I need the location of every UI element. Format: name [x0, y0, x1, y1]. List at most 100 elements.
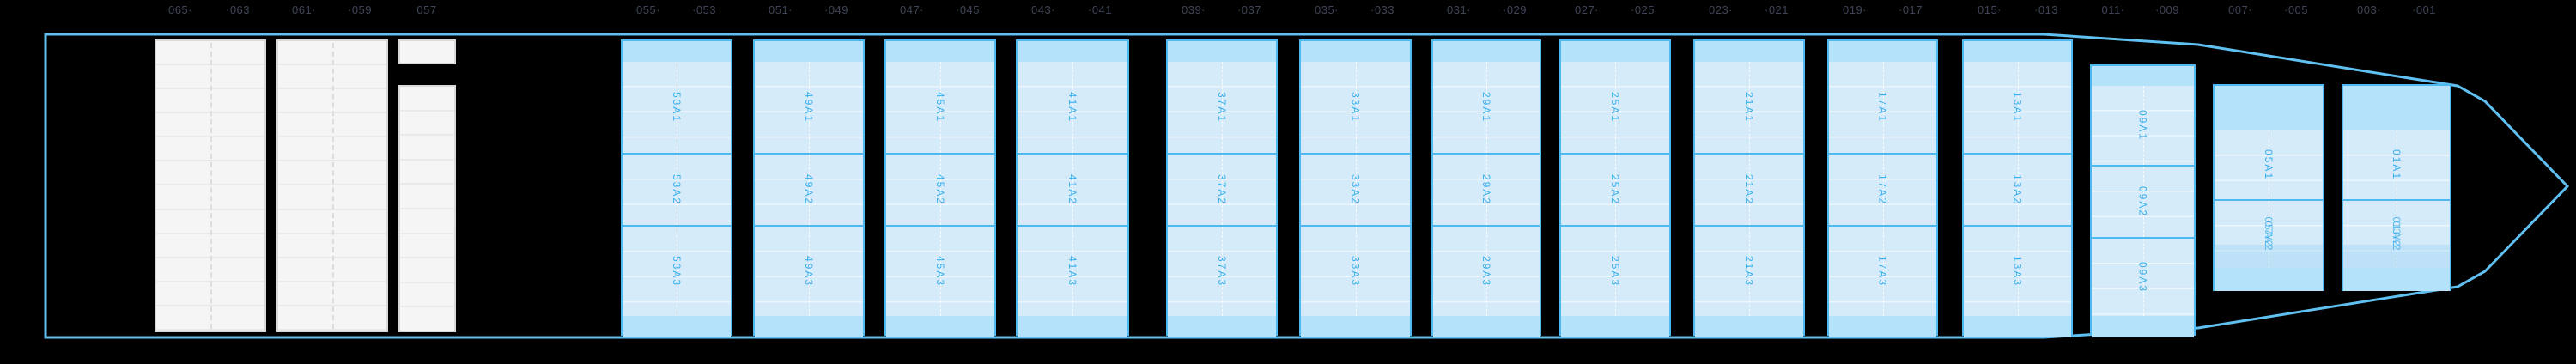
bay-section-53A2[interactable]: 53A2	[623, 153, 731, 225]
bay-section-09A3[interactable]: 09A3	[2092, 237, 2194, 316]
section-centerline	[1222, 155, 1223, 225]
bay-section-label: 53A3	[671, 255, 683, 288]
bay-section-21A1[interactable]: 21A1	[1695, 62, 1803, 153]
bay-section-label: 03A2	[2391, 221, 2403, 252]
bay-strip-top	[1018, 41, 1127, 62]
bay-strip-top	[1829, 41, 1936, 62]
bay-section-53A1[interactable]: 53A1	[623, 62, 731, 153]
bay-section-41A3[interactable]: 41A3	[1018, 225, 1127, 316]
stern-block-057-lower	[398, 85, 456, 332]
bay-strip-bottom	[1964, 316, 2071, 337]
bay-section-label: 33A1	[1349, 91, 1362, 124]
bay-section-01A1[interactable]: 01A1	[2343, 130, 2450, 199]
bay-section-17A2[interactable]: 17A2	[1829, 153, 1936, 225]
bay-section-29A1[interactable]: 29A1	[1433, 62, 1540, 153]
bay-section-09A2[interactable]: 09A2	[2092, 165, 2194, 237]
bay-section-37A1[interactable]: 37A1	[1168, 62, 1276, 153]
section-centerline	[809, 155, 810, 225]
bay-section-29A3[interactable]: 29A3	[1433, 225, 1540, 316]
bay-section-45A3[interactable]: 45A3	[886, 225, 994, 316]
bay-33: 33A1 33A2 33A3	[1299, 39, 1412, 337]
block-row	[400, 209, 454, 234]
bay-section-label: 07A2	[2263, 221, 2275, 252]
bay-section-label: 37A3	[1216, 255, 1228, 288]
bay-section-33A2[interactable]: 33A2	[1301, 153, 1410, 225]
section-centerline	[809, 62, 810, 153]
bay-strip-top	[1433, 41, 1540, 62]
bay-strip-top	[1168, 41, 1276, 62]
bay-section-label: 41A3	[1066, 255, 1078, 288]
bay-section-41A1[interactable]: 41A1	[1018, 62, 1127, 153]
bay-section-49A1[interactable]: 49A1	[755, 62, 863, 153]
bay-strip-bottom	[1168, 316, 1276, 337]
bay-section-13A3[interactable]: 13A3	[1964, 225, 2071, 316]
section-centerline	[1486, 62, 1487, 153]
bay-strip-bottom	[1829, 316, 1936, 337]
bay-section-49A2[interactable]: 49A2	[755, 153, 863, 225]
bay-section-label: 41A2	[1066, 173, 1078, 206]
bay-section-25A2[interactable]: 25A2	[1561, 153, 1669, 225]
bay-section-label: 41A1	[1066, 91, 1078, 124]
bay-41: 41A1 41A2 41A3	[1016, 39, 1129, 337]
bay-number-label: ·005	[2283, 3, 2309, 16]
bay-section-label: 17A2	[1876, 173, 1889, 206]
bay-section-49A3[interactable]: 49A3	[755, 225, 863, 316]
bay-section-25A1[interactable]: 25A1	[1561, 62, 1669, 153]
bay-section-25A3[interactable]: 25A3	[1561, 225, 1669, 316]
bay-number-label: ·059	[347, 3, 373, 16]
bay-section-13A1[interactable]: 13A1	[1964, 62, 2071, 153]
section-centerline	[2142, 167, 2144, 237]
bay-section-45A2[interactable]: 45A2	[886, 153, 994, 225]
section-centerline	[1072, 62, 1073, 153]
block-centerline	[332, 43, 334, 329]
bay-section-37A3[interactable]: 37A3	[1168, 225, 1276, 316]
bay-section-label: 37A1	[1216, 91, 1228, 124]
bay-number-label: ·053	[691, 3, 717, 16]
bay-section-17A3[interactable]: 17A3	[1829, 225, 1936, 316]
bay-section-33A1[interactable]: 33A1	[1301, 62, 1410, 153]
bay-section-label: 17A3	[1876, 255, 1889, 288]
section-centerline	[1072, 227, 1073, 316]
section-centerline	[1355, 155, 1357, 225]
bay-section-53A3[interactable]: 53A3	[623, 225, 731, 316]
bay-section-05A1[interactable]: 05A1	[2215, 130, 2323, 199]
bay-section-41A2[interactable]: 41A2	[1018, 153, 1127, 225]
bay-section-21A3[interactable]: 21A3	[1695, 225, 1803, 316]
stern-block-057-upper	[398, 39, 456, 64]
bay-strip-bottom	[623, 316, 731, 337]
bay-number-label: ·013	[2033, 3, 2059, 16]
section-centerline	[1882, 62, 1884, 153]
bay-number-label: ·063	[225, 3, 251, 16]
section-centerline	[1749, 62, 1750, 153]
bay-section-label: 53A2	[671, 173, 683, 206]
bay-section-45A1[interactable]: 45A1	[886, 62, 994, 153]
bay-section-37A2[interactable]: 37A2	[1168, 153, 1276, 225]
bay-section-09A1[interactable]: 09A1	[2092, 86, 2194, 165]
section-centerline	[1615, 62, 1616, 153]
bay-number-label: ·041	[1087, 3, 1113, 16]
block-centerline	[210, 43, 212, 329]
bay-section-21A2[interactable]: 21A2	[1695, 153, 1803, 225]
bay-section-33A3[interactable]: 33A3	[1301, 225, 1410, 316]
bay-number-label: 057	[416, 3, 437, 16]
bay-number-label: 065·	[167, 3, 193, 16]
bay-section-label: 33A3	[1349, 255, 1362, 288]
bay-section-label: 13A3	[2011, 255, 2024, 288]
bay-strip-top	[1964, 41, 2071, 62]
bay-section-label: 25A1	[1609, 91, 1621, 124]
bay-strip-top	[1301, 41, 1410, 62]
block-row	[400, 87, 454, 112]
bay-section-29A2[interactable]: 29A2	[1433, 153, 1540, 225]
bay-section-17A1[interactable]: 17A1	[1829, 62, 1936, 153]
bay-section-13A2[interactable]: 13A2	[1964, 153, 2071, 225]
